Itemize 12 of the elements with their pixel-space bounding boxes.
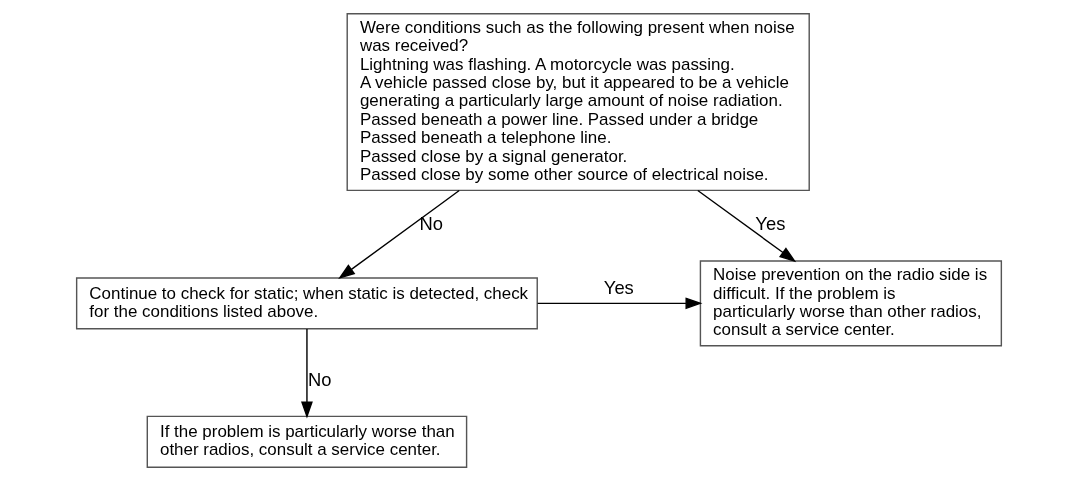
arrow [300,328,313,419]
node-box: If the problem is particularly worse than other radios, consult a service center. [146,415,467,468]
edge-label: No [307,368,331,390]
arrow [536,297,702,310]
node-box: Were conditions such as the following present when noise was received? Lightning was flashing. A motorcycle was passing. A vehicle passed close by, but it appeared to be a vehicle generating a particularly large amount of noise radiation. Passed beneath a power line. Passed under a bridge Passed beneath a telephone line. Passed close by a signal generator. Passed close by some other source of electrical noise. [346,13,810,192]
arrow [337,189,460,280]
edge-label: Yes [754,213,785,235]
edge-label: Yes [603,277,634,299]
edge-label: No [419,213,443,235]
node-box: Noise prevention on the radio side is difficult. If the problem is particularly worse than other radios, consult a service center. [699,260,1002,347]
node-box: Continue to check for static; when static is detected, check for the conditions listed above. [75,277,538,330]
arrow [696,189,796,263]
